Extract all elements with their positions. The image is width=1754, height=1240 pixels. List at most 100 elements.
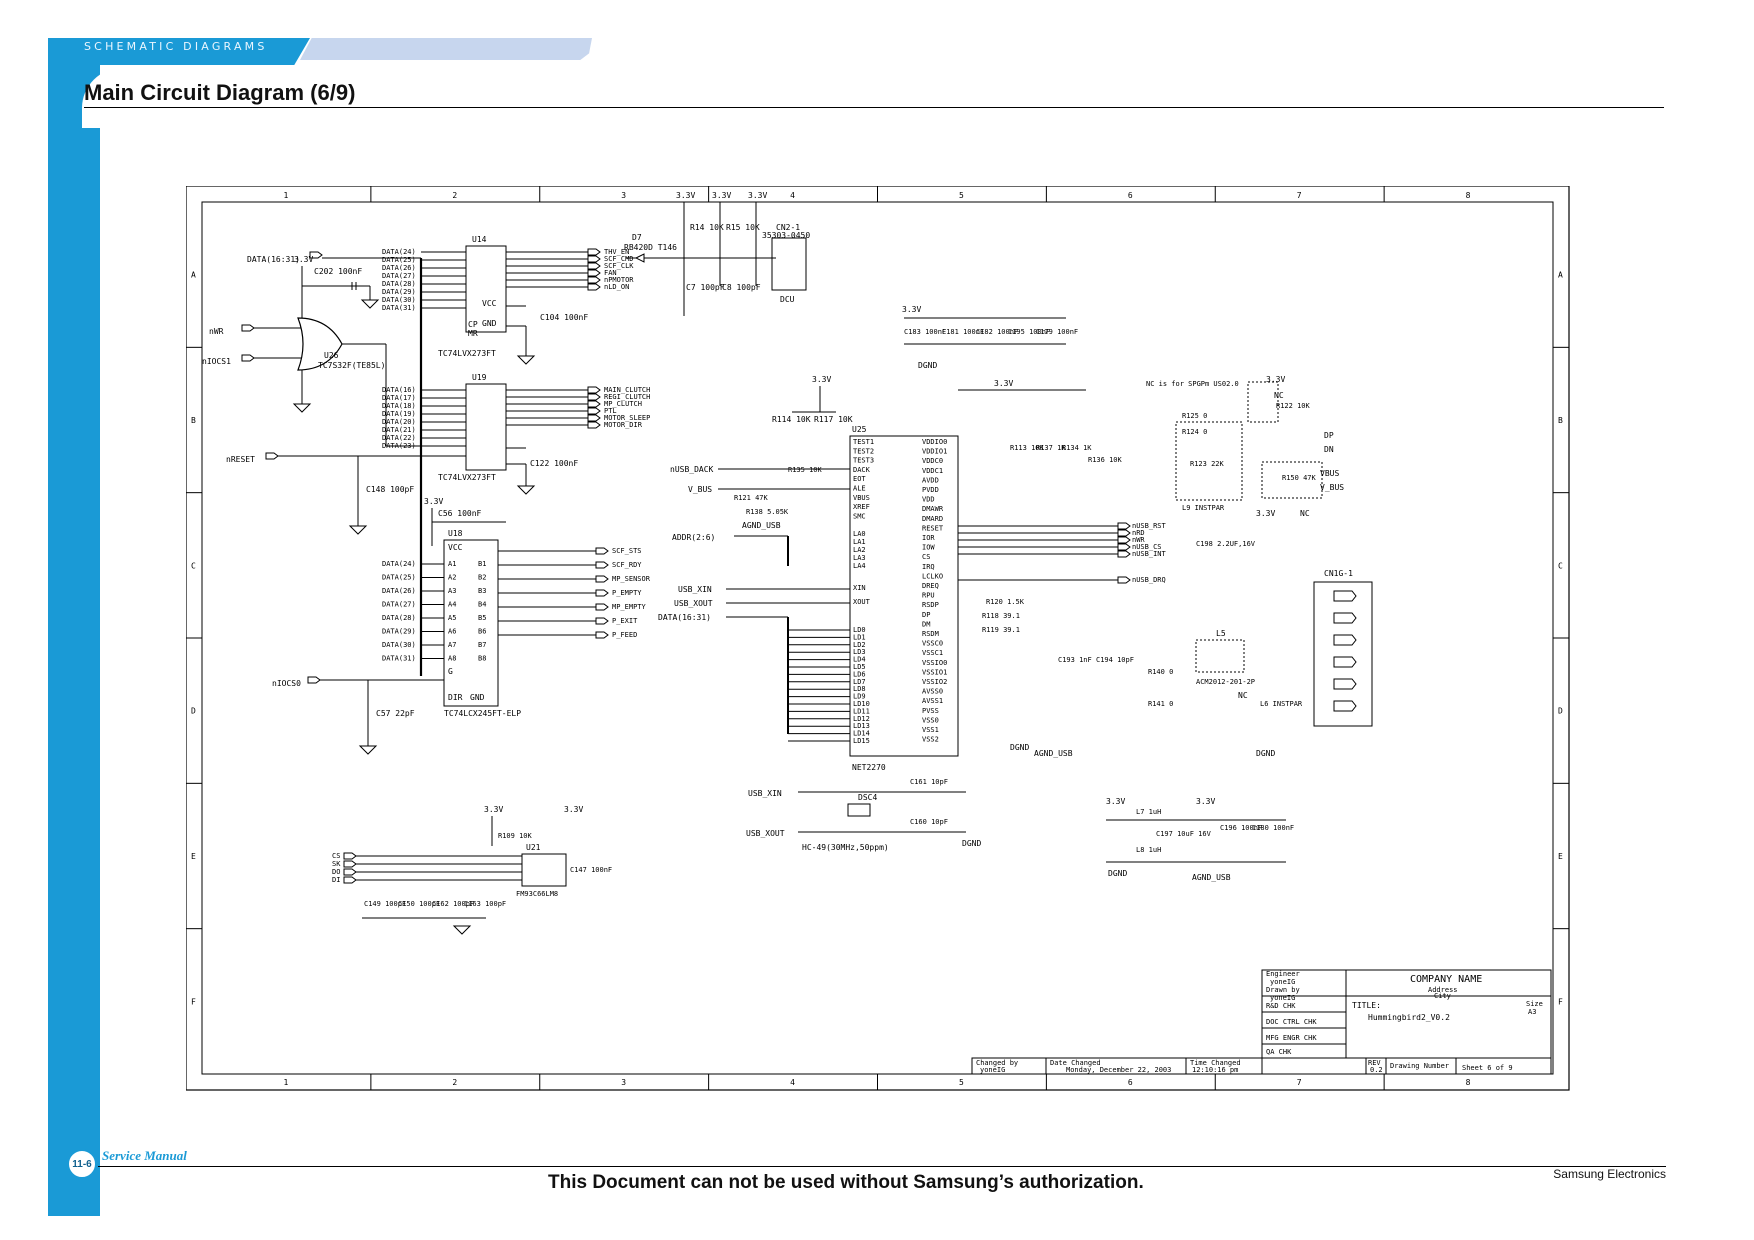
output-port (587, 262, 601, 270)
svg-text:USB_XIN: USB_XIN (748, 789, 782, 798)
svg-text:NC is for SPGPm US02.0: NC is for SPGPm US02.0 (1146, 380, 1239, 388)
output-signal-label: nUSB_CS (1132, 543, 1162, 551)
svg-text:DP: DP (1324, 431, 1334, 440)
svg-text:Drawing Number: Drawing Number (1390, 1062, 1449, 1070)
bus-signal-label: DATA(20) (382, 418, 416, 426)
svg-text:3.3V: 3.3V (1256, 509, 1275, 518)
u18-pin-a: A3 (448, 587, 456, 595)
bus-signal-label: DATA(31) (382, 655, 416, 663)
svg-text:R135 10K: R135 10K (788, 466, 823, 474)
nreset-port (265, 452, 279, 460)
u25-pin: TEST2 (853, 447, 874, 455)
output-port (587, 414, 601, 422)
row-label: C (1558, 561, 1563, 570)
svg-text:Drawn by: Drawn by (1266, 986, 1300, 994)
output-port (1117, 576, 1131, 584)
diode-symbol (634, 253, 645, 263)
svg-text:C148 100pF: C148 100pF (366, 485, 414, 494)
usb-termination: 3.3V R113 10K R137 1K R134 1K R136 10K R… (958, 379, 1134, 664)
output-port (1117, 529, 1131, 537)
u25-pin: AVSS0 (922, 688, 943, 696)
svg-text:yoneIG: yoneIG (980, 1066, 1005, 1074)
output-signal-label: nUSB_INT (1132, 550, 1167, 558)
svg-text:RB420D T146: RB420D T146 (624, 243, 677, 252)
svg-text:Monday, December 22, 2003: Monday, December 22, 2003 (1066, 1066, 1171, 1074)
output-signal-label: MAIN_CLUTCH (604, 386, 650, 394)
svg-text:Time Changed: Time Changed (1190, 1059, 1241, 1067)
svg-text:HC-49(30MHz,50ppm): HC-49(30MHz,50ppm) (802, 843, 889, 852)
svg-text:TC74LCX245FT-ELP: TC74LCX245FT-ELP (444, 709, 521, 718)
bus-signal-label: DATA(27) (382, 601, 416, 609)
bus-signal-label: DATA(30) (382, 296, 416, 304)
u25-pin: VSSC1 (922, 649, 943, 657)
svg-text:D7: D7 (632, 233, 642, 242)
u25-data-pin: LD10 (853, 700, 870, 708)
svg-text:C160 10pF: C160 10pF (910, 818, 948, 826)
svg-text:DATA(16:31): DATA(16:31) (247, 255, 300, 264)
svg-text:NET2270: NET2270 (852, 763, 886, 772)
svg-text:R138 5.05K: R138 5.05K (746, 508, 789, 516)
column-label: 1 (283, 191, 288, 200)
svg-text:TC7S32F(TE85L): TC7S32F(TE85L) (318, 361, 385, 370)
svg-text:AGND_USB: AGND_USB (742, 521, 781, 530)
output-signal-label: FAN (604, 269, 617, 277)
column-label: 4 (790, 191, 795, 200)
svg-text:MR: MR (468, 329, 478, 338)
bus-signal-label: DATA(27) (382, 272, 416, 280)
u25-pin: RSDM (922, 630, 939, 638)
connector-pin (1333, 612, 1357, 624)
u25-data-pin: LD6 (853, 670, 866, 678)
output-port (587, 386, 601, 394)
svg-text:35303-0450: 35303-0450 (762, 231, 810, 240)
u25-pin: TEST3 (853, 457, 874, 465)
nwr-port (241, 324, 255, 332)
svg-text:DGND: DGND (1108, 869, 1127, 878)
u25-pin: LA4 (853, 562, 866, 570)
page-number-badge: 11-6 (67, 1149, 97, 1179)
column-label: 4 (790, 1078, 795, 1087)
u18-pin-a: A2 (448, 574, 456, 582)
decoupling-strip: 3.3V C183 100nF C181 100nF C182 100nF C1… (902, 305, 1078, 370)
title-rule (84, 107, 1664, 108)
row-label: D (1558, 707, 1563, 716)
u25-pin: DM (922, 620, 930, 628)
footer-notice: This Document can not be used without Sa… (548, 1172, 1144, 1193)
svg-text:City: City (1434, 992, 1451, 1000)
output-port (587, 421, 601, 429)
output-port (595, 575, 609, 583)
u18-pin-a: A6 (448, 628, 456, 636)
ground-symbol (360, 299, 380, 309)
manual-label: Service Manual (102, 1148, 187, 1163)
u18-pin-a: A5 (448, 614, 456, 622)
column-label: 2 (452, 1078, 457, 1087)
svg-text:3.3V: 3.3V (1196, 797, 1215, 806)
svg-text:Hummingbird2_V0.2: Hummingbird2_V0.2 (1368, 1013, 1450, 1022)
bus-signal-label: DATA(26) (382, 587, 416, 595)
output-signal-label: MOTOR_SLEEP (604, 414, 650, 422)
svg-text:R114 10K: R114 10K (772, 415, 811, 424)
u25-data-pin: LD2 (853, 641, 866, 649)
svg-text:3.3V: 3.3V (748, 191, 767, 200)
svg-text:REV: REV (1368, 1059, 1381, 1067)
u25-pin: IOR (922, 534, 935, 542)
output-signal-label: PTL (604, 407, 617, 415)
row-label: B (1558, 416, 1563, 425)
output-signal-label: MP_EMPTY (612, 603, 647, 611)
u18-pin-b: B7 (478, 641, 486, 649)
connector-pin (1333, 590, 1357, 602)
crystal-area: USB_XIN USB_XOUT DSC4 HC-49(30MHz,50ppm)… (746, 778, 981, 852)
svg-text:C181 100nF: C181 100nF (942, 328, 984, 336)
bus-signal-label: DATA(23) (382, 442, 416, 450)
bus-signal-label: DATA(17) (382, 394, 416, 402)
connector-pin (1333, 700, 1357, 712)
u18-pin-b: B2 (478, 574, 486, 582)
u21-body (521, 853, 567, 887)
data-bus-port (309, 251, 323, 259)
u25-data-pin: LD0 (853, 626, 866, 634)
title-block: COMPANY NAME Address City TITLE: Humming… (971, 969, 1552, 1075)
svg-text:U25: U25 (852, 425, 867, 434)
output-port (587, 276, 601, 284)
svg-text:FM93C66LM8: FM93C66LM8 (516, 890, 558, 898)
u25-data-pin: LD12 (853, 715, 870, 723)
